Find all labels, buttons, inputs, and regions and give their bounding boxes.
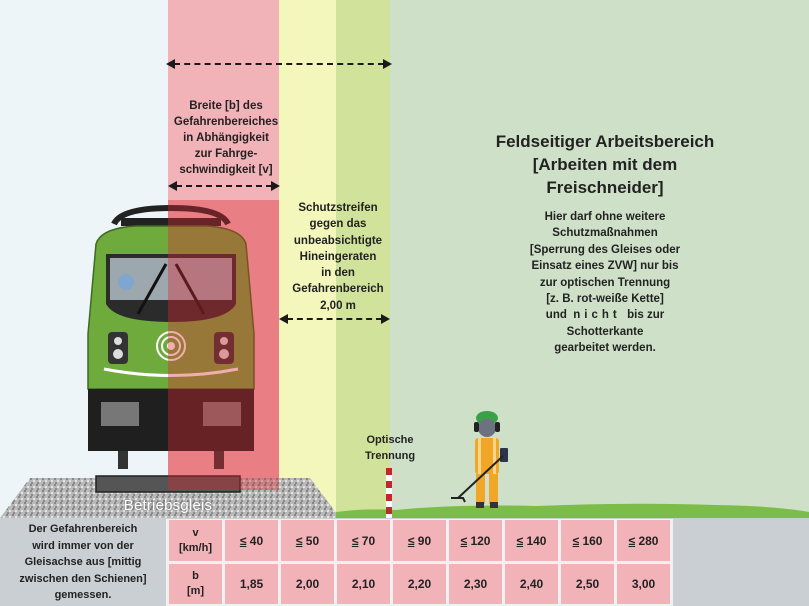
table-row-speed: v [km/h] ≤ 40 ≤ 50 ≤ 70 ≤ 90 ≤ 120 ≤ 140…	[166, 519, 673, 564]
red-white-separation-pole	[386, 468, 392, 518]
protection-strip-zone	[279, 0, 336, 518]
width-header: b [m]	[166, 561, 225, 606]
speed-width-table: v [km/h] ≤ 40 ≤ 50 ≤ 70 ≤ 90 ≤ 120 ≤ 140…	[166, 519, 673, 606]
strip-width-arrow	[279, 313, 390, 325]
worker-with-brushcutter	[451, 411, 508, 508]
protection-strip-zone-2	[336, 0, 390, 518]
table-row-width: b [m] 1,85 2,00 2,10 2,20 2,30 2,40 2,50…	[166, 561, 673, 606]
measurement-note: Der Gefahrenbereich wird immer von der G…	[19, 523, 147, 601]
table-cell: ≤ 90	[390, 519, 449, 564]
table-cell: 2,00	[278, 561, 337, 606]
table-cell: 2,30	[446, 561, 505, 606]
table-cell: ≤ 140	[502, 519, 561, 564]
table-cell: 2,50	[558, 561, 617, 606]
table-cell: 1,85	[222, 561, 281, 606]
table-cell: 3,00	[614, 561, 673, 606]
table-cell: ≤ 160	[558, 519, 617, 564]
ballast-bed	[0, 478, 340, 518]
table-cell: ≤ 40	[222, 519, 281, 564]
danger-width-label: Breite [b] des Gefahrenbereiches in Abhä…	[173, 100, 279, 176]
optical-separation-label: Optische Trennung	[364, 434, 416, 462]
protection-strip-label: Schutzstreifen gegen das unbeabsichtigte…	[292, 202, 384, 312]
danger-width-arrow	[168, 180, 280, 192]
table-cell: ≤ 70	[334, 519, 393, 564]
locomotive-front	[87, 204, 255, 493]
table-cell: ≤ 120	[446, 519, 505, 564]
table-cell: ≤ 50	[278, 519, 337, 564]
field-work-zone	[390, 0, 809, 518]
table-cell: 2,20	[390, 561, 449, 606]
table-cell: 2,10	[334, 561, 393, 606]
grass-strip	[336, 503, 809, 518]
table-cell: 2,40	[502, 561, 561, 606]
emphasis-nicht: nicht	[573, 309, 621, 322]
field-area-title: Feldseitiger Arbeitsbereich [Arbeiten mi…	[495, 132, 715, 197]
table-cell: ≤ 280	[614, 519, 673, 564]
field-area-description: Hier darf ohne weitere Schutzmaßnahmen […	[529, 211, 681, 355]
total-width-arrow	[166, 58, 392, 70]
operating-track-label: Betriebsgleis	[123, 497, 213, 514]
speed-header: v [km/h]	[166, 519, 225, 564]
